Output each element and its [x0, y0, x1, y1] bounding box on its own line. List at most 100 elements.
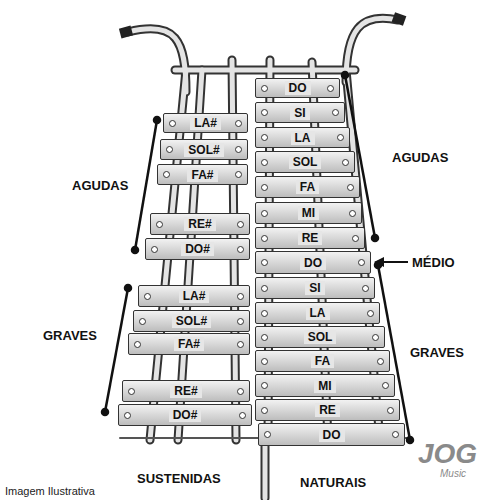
- note-name: SOL: [304, 330, 337, 344]
- mount-hole: [264, 431, 271, 438]
- note-name: DO: [319, 428, 345, 442]
- mount-hole: [337, 134, 344, 141]
- tone-bar: DO: [258, 423, 405, 446]
- mount-hole: [237, 341, 244, 348]
- note-name: RE#: [184, 217, 215, 231]
- tone-bar: FA: [255, 176, 360, 198]
- mount-hole: [144, 293, 151, 300]
- mount-hole: [169, 120, 176, 127]
- mount-hole: [261, 85, 268, 92]
- mount-hole: [237, 293, 244, 300]
- note-name: FA: [296, 180, 319, 194]
- mount-hole: [235, 120, 242, 127]
- tone-bar: RE#: [122, 380, 250, 402]
- mount-hole: [237, 221, 244, 228]
- mount-hole: [367, 310, 374, 317]
- range-label: GRAVES: [43, 328, 97, 343]
- tone-bar: DO: [255, 251, 371, 274]
- mount-hole: [261, 159, 268, 166]
- tone-bar: SOL#: [160, 139, 248, 160]
- mount-hole: [134, 341, 141, 348]
- range-label: AGUDAS: [72, 178, 128, 193]
- note-name: DO: [285, 81, 311, 95]
- mount-hole: [151, 246, 158, 253]
- tone-bar: DO: [255, 78, 340, 98]
- mount-hole: [392, 431, 399, 438]
- mount-hole: [237, 318, 244, 325]
- tone-bar: SOL: [255, 326, 385, 348]
- mount-hole: [261, 109, 268, 116]
- mount-hole: [261, 184, 268, 191]
- tone-bar: RE#: [150, 213, 250, 235]
- note-name: LA#: [190, 116, 221, 130]
- note-name: LA: [291, 131, 315, 145]
- medio-leader-arrow: [374, 257, 408, 267]
- tone-bar: FA#: [157, 164, 248, 185]
- tone-bar: SI: [255, 102, 345, 123]
- mount-hole: [347, 184, 354, 191]
- tone-bar: FA#: [128, 333, 250, 355]
- mount-hole: [261, 382, 268, 389]
- column-label: SUSTENIDAS: [137, 471, 221, 486]
- tone-bar: SOL#: [133, 310, 250, 332]
- range-label: MÉDIO: [412, 255, 455, 270]
- mount-hole: [235, 146, 242, 153]
- mount-hole: [163, 171, 170, 178]
- tone-bar: LA#: [138, 285, 250, 307]
- note-name: DO: [300, 256, 326, 270]
- range-brackets: [102, 72, 413, 443]
- mount-hole: [352, 235, 359, 242]
- note-name: MI: [314, 379, 335, 393]
- tone-bar: MI: [255, 202, 362, 224]
- mount-hole: [261, 134, 268, 141]
- mount-hole: [166, 146, 173, 153]
- mount-hole: [372, 334, 379, 341]
- range-label: GRAVES: [410, 345, 464, 360]
- watermark: JOG: [418, 438, 477, 470]
- note-name: RE: [298, 231, 323, 245]
- tone-bar: SOL: [255, 151, 355, 173]
- note-name: DO#: [181, 242, 214, 256]
- mount-hole: [261, 310, 268, 317]
- mount-hole: [261, 407, 268, 414]
- mount-hole: [239, 412, 246, 419]
- tone-bar: MI: [255, 374, 395, 397]
- note-name: RE#: [170, 384, 201, 398]
- note-name: RE: [315, 403, 340, 417]
- note-name: FA: [311, 354, 334, 368]
- mount-hole: [235, 171, 242, 178]
- mount-hole: [342, 159, 349, 166]
- mount-hole: [332, 109, 339, 116]
- note-name: LA#: [179, 289, 210, 303]
- note-name: FA#: [174, 337, 204, 351]
- column-label: NATURAIS: [300, 475, 366, 490]
- tone-bar: FA: [255, 350, 390, 372]
- mount-hole: [261, 334, 268, 341]
- note-name: SOL#: [172, 314, 211, 328]
- image-note: Imagem Ilustrativa: [5, 485, 95, 497]
- mount-hole: [139, 318, 146, 325]
- tone-bar: RE: [255, 227, 365, 249]
- mount-hole: [349, 210, 356, 217]
- note-name: SOL: [289, 155, 322, 169]
- mount-hole: [237, 246, 244, 253]
- watermark: Music: [440, 468, 466, 479]
- mount-hole: [261, 259, 268, 266]
- range-label: AGUDAS: [392, 150, 448, 165]
- note-name: SOL#: [184, 143, 223, 157]
- tone-bar: DO#: [118, 404, 252, 426]
- note-name: DO#: [169, 408, 202, 422]
- note-name: FA#: [187, 168, 217, 182]
- mount-hole: [327, 85, 334, 92]
- stand-frame: [119, 12, 410, 498]
- note-name: MI: [298, 206, 319, 220]
- tone-bar: LA#: [163, 113, 248, 133]
- note-name: SI: [290, 106, 309, 120]
- mount-hole: [358, 259, 365, 266]
- mount-hole: [261, 358, 268, 365]
- tone-bar: SI: [255, 277, 375, 299]
- tone-bar: DO#: [145, 238, 250, 260]
- mount-hole: [382, 382, 389, 389]
- mount-hole: [128, 388, 135, 395]
